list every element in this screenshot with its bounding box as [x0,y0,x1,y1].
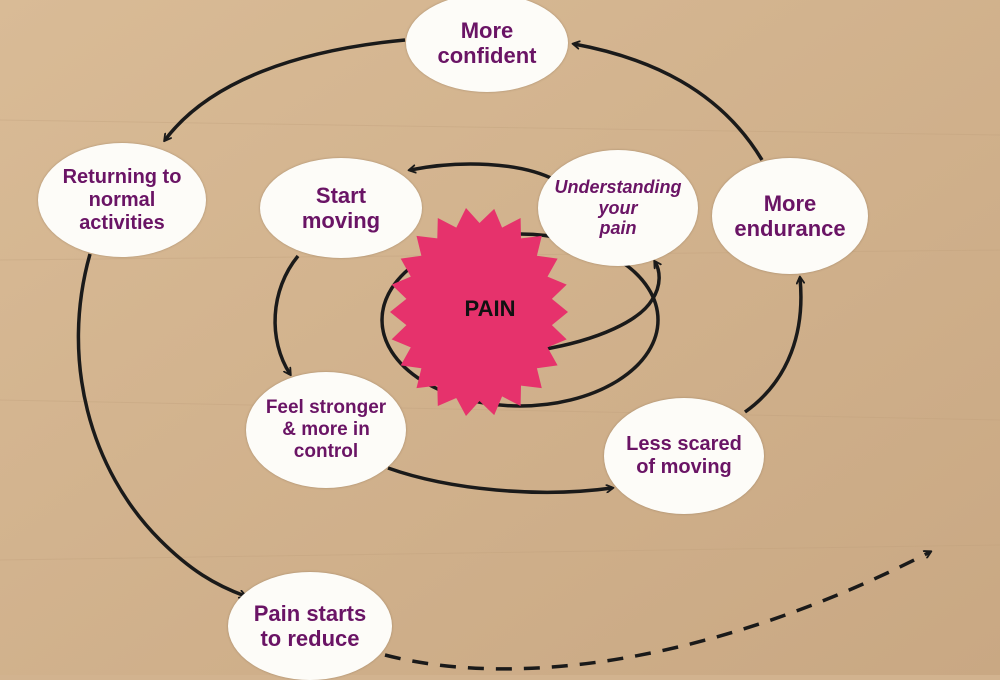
pain-star [390,208,568,416]
node-feel-stronger-label: Feel stronger & more in control [265,397,387,462]
arrow-endurance-to-confident [574,44,764,161]
arrow-stronger-to-scared [387,466,612,494]
arrow-dashed-continuation [384,552,930,671]
node-understanding-your-pain: Understanding your pain [538,150,698,266]
node-less-scared-label: Less scared of moving [626,433,742,478]
node-pain-starts-to-reduce: Pain starts to reduce [228,572,392,680]
arrow-understanding-to-start [410,162,556,182]
arrow-scared-to-endurance [743,278,801,414]
arrow-pain-to-understanding [539,262,659,352]
node-understanding-label: Understanding your pain [554,176,682,239]
node-more-confident-label: More confident [437,17,537,68]
arrow-confident-to-returning [165,38,406,140]
arrow-start-to-stronger [273,254,300,374]
pain-label: PAIN [464,296,516,321]
node-returning-label: Returning to normal activities [62,165,182,234]
node-less-scared: Less scared of moving [604,398,764,514]
node-start-moving-label: Start moving [301,182,381,233]
node-start-moving: Start moving [260,158,422,258]
arrow-returning-to-reduce [76,253,245,596]
node-feel-stronger: Feel stronger & more in control [246,372,406,488]
node-more-endurance: More endurance [712,158,868,274]
node-more-confident: More confident [406,0,568,92]
node-more-endurance-label: More endurance [734,190,846,241]
node-pain-reduce-label: Pain starts to reduce [253,600,367,651]
node-returning-to-normal: Returning to normal activities [38,143,206,257]
